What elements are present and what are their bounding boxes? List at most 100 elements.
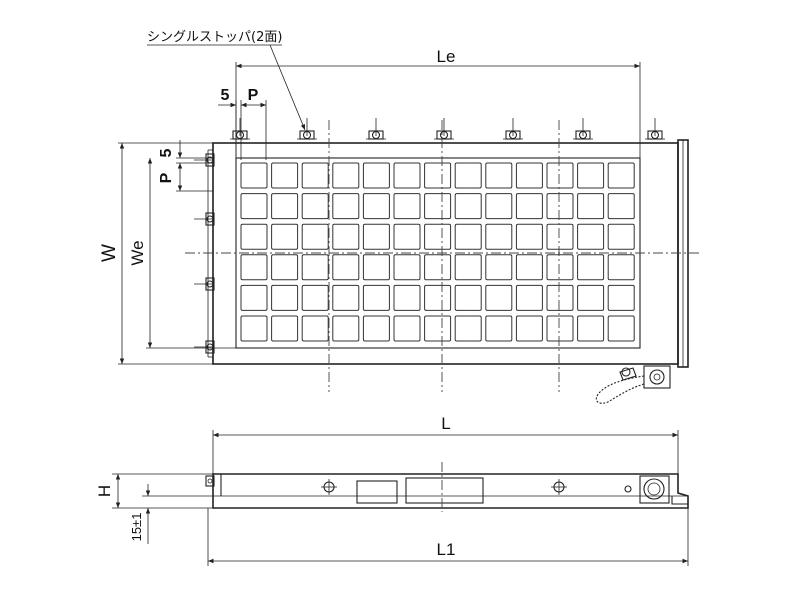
pole-cell: [424, 223, 452, 250]
pole-cell: [424, 162, 452, 189]
callout-label: シングルストッパ(2面): [147, 30, 282, 45]
pole-cell: [240, 162, 268, 189]
pole-cell: [607, 193, 635, 220]
side-window-left: [356, 480, 398, 504]
pole-cell: [301, 193, 329, 220]
dim-label-W: W: [99, 244, 120, 262]
dim-label-5-top: 5: [221, 87, 230, 104]
pole-cell: [454, 284, 482, 311]
pole-cell: [515, 315, 543, 342]
stopper: [503, 118, 523, 140]
pole-cell: [362, 315, 390, 342]
pole-cell: [607, 162, 635, 189]
pole-cell: [607, 254, 635, 281]
pole-cell: [546, 254, 574, 281]
dim-label-We: We: [128, 240, 147, 265]
stopper: [434, 118, 454, 140]
pole-cell: [301, 315, 329, 342]
pole-cell: [332, 193, 360, 220]
pole-cell: [515, 162, 543, 189]
pole-cell: [301, 162, 329, 189]
stopper: [194, 153, 215, 167]
pole-cell: [332, 284, 360, 311]
pole-cell: [546, 284, 574, 311]
pole-cell: [332, 223, 360, 250]
pole-cell: [240, 193, 268, 220]
top-view: Le 5 P 5 P W We シングルストッパ(2面): [99, 30, 700, 404]
vertical-centerlines: [328, 120, 560, 392]
pole-cell: [485, 193, 513, 220]
pole-cell: [362, 162, 390, 189]
pole-cell: [332, 315, 360, 342]
pole-cell: [240, 223, 268, 250]
dim-label-L: L: [441, 414, 450, 433]
pole-cell: [546, 193, 574, 220]
pole-cell: [577, 223, 605, 250]
dim-label-P-top: P: [248, 87, 259, 104]
top-stopper-row: [230, 118, 665, 140]
pole-cell: [454, 223, 482, 250]
pole-cell: [393, 162, 421, 189]
dim-label-P-side: P: [158, 172, 175, 183]
pole-cell: [485, 223, 513, 250]
pole-cell: [271, 193, 299, 220]
pole-cell: [515, 254, 543, 281]
pole-cell: [271, 284, 299, 311]
pole-cell: [271, 162, 299, 189]
pole-cell: [577, 162, 605, 189]
pole-cell: [485, 254, 513, 281]
pole-cell: [607, 284, 635, 311]
pole-cell: [301, 284, 329, 311]
pole-cell: [515, 223, 543, 250]
dim-label-5-side: 5: [158, 148, 175, 157]
pole-cell: [332, 254, 360, 281]
pole-cell: [362, 254, 390, 281]
pole-cell: [240, 254, 268, 281]
pole-cell: [485, 315, 513, 342]
pole-cell: [546, 223, 574, 250]
pole-cell: [577, 315, 605, 342]
pole-cell: [332, 162, 360, 189]
stopper: [366, 118, 386, 140]
pole-cell: [454, 193, 482, 220]
pole-cell: [271, 315, 299, 342]
stopper: [297, 118, 317, 140]
pole-cell: [607, 315, 635, 342]
dim-label-Le: Le: [437, 47, 456, 66]
stopper: [194, 340, 215, 354]
pole-cell: [454, 254, 482, 281]
stopper: [645, 118, 665, 140]
pole-cell: [485, 284, 513, 311]
pole-cell: [424, 254, 452, 281]
pole-cell: [301, 254, 329, 281]
pole-cell: [424, 284, 452, 311]
side-view: L L1 H 15±1: [95, 414, 689, 566]
stopper: [230, 118, 250, 140]
pole-cell: [577, 254, 605, 281]
pole-cell: [393, 193, 421, 220]
pole-cell: [240, 315, 268, 342]
dim-label-H: H: [95, 485, 114, 497]
pole-cell: [424, 193, 452, 220]
pole-cell: [546, 315, 574, 342]
pole-cell: [393, 284, 421, 311]
pole-cell: [577, 193, 605, 220]
pole-cell: [454, 315, 482, 342]
pole-cell: [393, 223, 421, 250]
pole-cell: [271, 223, 299, 250]
dim-label-L1: L1: [437, 540, 456, 559]
pole-cell: [515, 193, 543, 220]
pole-cell: [362, 223, 390, 250]
pole-cell: [301, 223, 329, 250]
pole-cell: [515, 284, 543, 311]
pole-cell: [577, 284, 605, 311]
stopper: [573, 118, 593, 140]
pole-cell: [607, 223, 635, 250]
stopper: [194, 277, 215, 291]
pole-cell: [362, 284, 390, 311]
pole-cell: [485, 162, 513, 189]
connector-cable: [595, 365, 671, 404]
side-connector: [624, 475, 670, 504]
pole-cell: [454, 162, 482, 189]
